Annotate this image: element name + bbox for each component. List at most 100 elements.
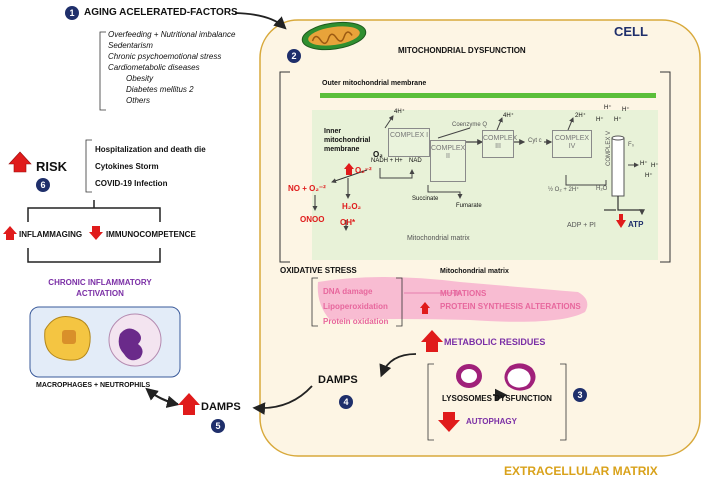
mutation-up-arrow (420, 302, 430, 314)
metabolic-up-arrow (421, 330, 443, 352)
complex-2-box: COMPLEX II (430, 140, 466, 182)
inflammaging-label: INFLAMMAGING (19, 230, 83, 239)
aging-item: Chronic psychoemotional stress (108, 52, 222, 61)
step-4-badge: 4 (339, 395, 353, 409)
complex-5-label: COMPLEX V (606, 130, 612, 166)
damps-outer-label: DAMPS (201, 401, 241, 413)
aging-item: Sedentarism (108, 41, 153, 50)
stress-item: Protein oxidation (323, 317, 389, 326)
complex-4-box: COMPLEX IV (552, 130, 592, 158)
chronic-activation-label: CHRONIC INFLAMMATORY ACTIVATION (20, 277, 180, 299)
step-3-badge: 3 (573, 388, 587, 402)
nad-label: NAD (409, 158, 422, 164)
outer-membrane-label: Outer mitochondrial membrane (322, 80, 427, 87)
mutation-blob (317, 277, 588, 322)
aging-to-mito-arrow (234, 12, 287, 30)
damps-up-arrow (178, 393, 200, 415)
adp-label: ADP + PI (567, 222, 596, 229)
autophagy-label: AUTOPHAGY (466, 417, 517, 426)
o2-label: O₂ (373, 150, 383, 159)
matrix-inner-label: Mitochondrial matrix (407, 235, 470, 242)
mitochondria-icon (301, 21, 367, 51)
h-pump-3: 4H⁺ (503, 113, 514, 119)
proton-label: H⁺ (645, 173, 653, 179)
autophagy-down-arrow (438, 412, 460, 432)
stress-items: DNA damage Lipoperoxidation Protein oxid… (323, 284, 388, 329)
step-2-badge: 2 (287, 49, 301, 63)
proton-label: H⁺ (640, 161, 648, 167)
h2o-label: H₂O (596, 186, 608, 192)
proton-label: H⁺ (596, 117, 604, 123)
no-reaction-label: NO + O₂⁻² (288, 184, 326, 193)
step-6-badge: 6 (36, 178, 50, 192)
atp-label: ATP (628, 220, 644, 229)
immunocompetence-down-arrow (89, 226, 103, 240)
step-1-badge: 1 (65, 6, 79, 20)
aging-factors-title: AGING ACELERATED-FACTORS (84, 7, 238, 18)
f0-label: F₀ (628, 142, 635, 148)
risk-label: RISK (36, 159, 68, 174)
stress-item: Lipoperoxidation (323, 302, 388, 311)
step-5-badge: 5 (211, 419, 225, 433)
complex-3-box: COMPLEX III (482, 130, 517, 158)
matrix-outer-label: Mitochondrial matrix (440, 268, 509, 275)
chronic-line: ACTIVATION (76, 289, 124, 298)
metabolic-residues-label: METABOLIC RESIDUES (444, 337, 546, 347)
inner-membrane-label: Inner mitochondrial membrane (324, 128, 371, 153)
chronic-line: CHRONIC INFLAMMATORY (48, 278, 152, 287)
onoo-label: ONOO (300, 215, 325, 224)
lysosome-icon (456, 364, 482, 388)
coenzyme-q-label: Coenzyme Q (452, 122, 488, 128)
damaged-lysosome-icon (504, 363, 536, 391)
oxidative-stress-title: OXIDATIVE STRESS (280, 266, 357, 275)
oh-label: OH* (340, 218, 356, 227)
aging-subitem: Obesity (126, 74, 154, 83)
aging-item: Overfeeding + Nutritional imbalance (108, 30, 236, 39)
nadh-label: NADH + H+ (371, 158, 403, 164)
succinate-label: Succinate (412, 196, 439, 202)
inflammaging-up-arrow (3, 226, 17, 240)
complex-1-box: COMPLEX I (388, 128, 430, 157)
damps-to-cells-arrow (145, 387, 179, 405)
h2o2-label: H₂O₂ (342, 202, 362, 211)
half-o2-label: ½ O₂ + 2H⁺ (548, 187, 580, 193)
risk-item: Hospitalization and death die (95, 145, 206, 154)
h-pump-4: 2H⁺ (575, 113, 586, 119)
damps-inner-to-outer-arrow (252, 385, 313, 415)
fumarate-label: Fumarate (456, 203, 482, 209)
risk-items: Hospitalization and death die Cytokines … (95, 141, 206, 192)
cyt-c-label: Cyt c (528, 138, 542, 144)
damps-inner-label: DAMPS (318, 374, 358, 386)
extracellular-matrix-label: EXTRACELLULAR MATRIX (504, 464, 658, 478)
superoxide-label: O₂⁻² (355, 166, 372, 175)
complex-v-cylinder (611, 135, 625, 197)
aging-subitem: Others (126, 96, 151, 105)
stress-item: DNA damage (323, 287, 373, 296)
risk-up-arrow (8, 151, 32, 173)
mito-left-bracket (279, 71, 290, 263)
aging-item: Cardiometabolic diseases (108, 63, 200, 72)
proton-label: H⁺ (651, 163, 659, 169)
cell-label: CELL (614, 24, 648, 39)
immune-cells-label: MACROPHAGES + NEUTROPHILS (36, 382, 151, 389)
h-pump-1: 4H⁺ (394, 109, 405, 115)
aging-subitem: Diabetes mellitus 2 (126, 85, 194, 94)
aging-factors-list: Overfeeding + Nutritional imbalance Sede… (108, 29, 235, 106)
immunocompetence-label: IMMUNOCOMPETENCE (106, 230, 196, 239)
proton-label: H⁺ (604, 105, 612, 111)
outer-membrane-bar (320, 93, 656, 98)
atp-down-arrow (616, 214, 626, 228)
protein-synthesis-label: PROTEIN SYNTHESIS ALTERATIONS (440, 302, 581, 311)
proton-label: H⁺ (622, 107, 630, 113)
macrophage-icon (44, 316, 91, 361)
neutrophil-icon (108, 313, 162, 367)
mutations-label: MUTATIONS (440, 289, 487, 298)
superoxide-up-arrow (344, 163, 354, 175)
proton-label: H⁺ (614, 117, 622, 123)
mito-dysfunction-title: MITOCHONDRIAL DYSFUNCTION (398, 46, 526, 55)
metabolic-to-damps-arrow (379, 353, 417, 378)
risk-item: COVID-19 Infection (95, 179, 168, 188)
mito-right-bracket (660, 71, 671, 263)
